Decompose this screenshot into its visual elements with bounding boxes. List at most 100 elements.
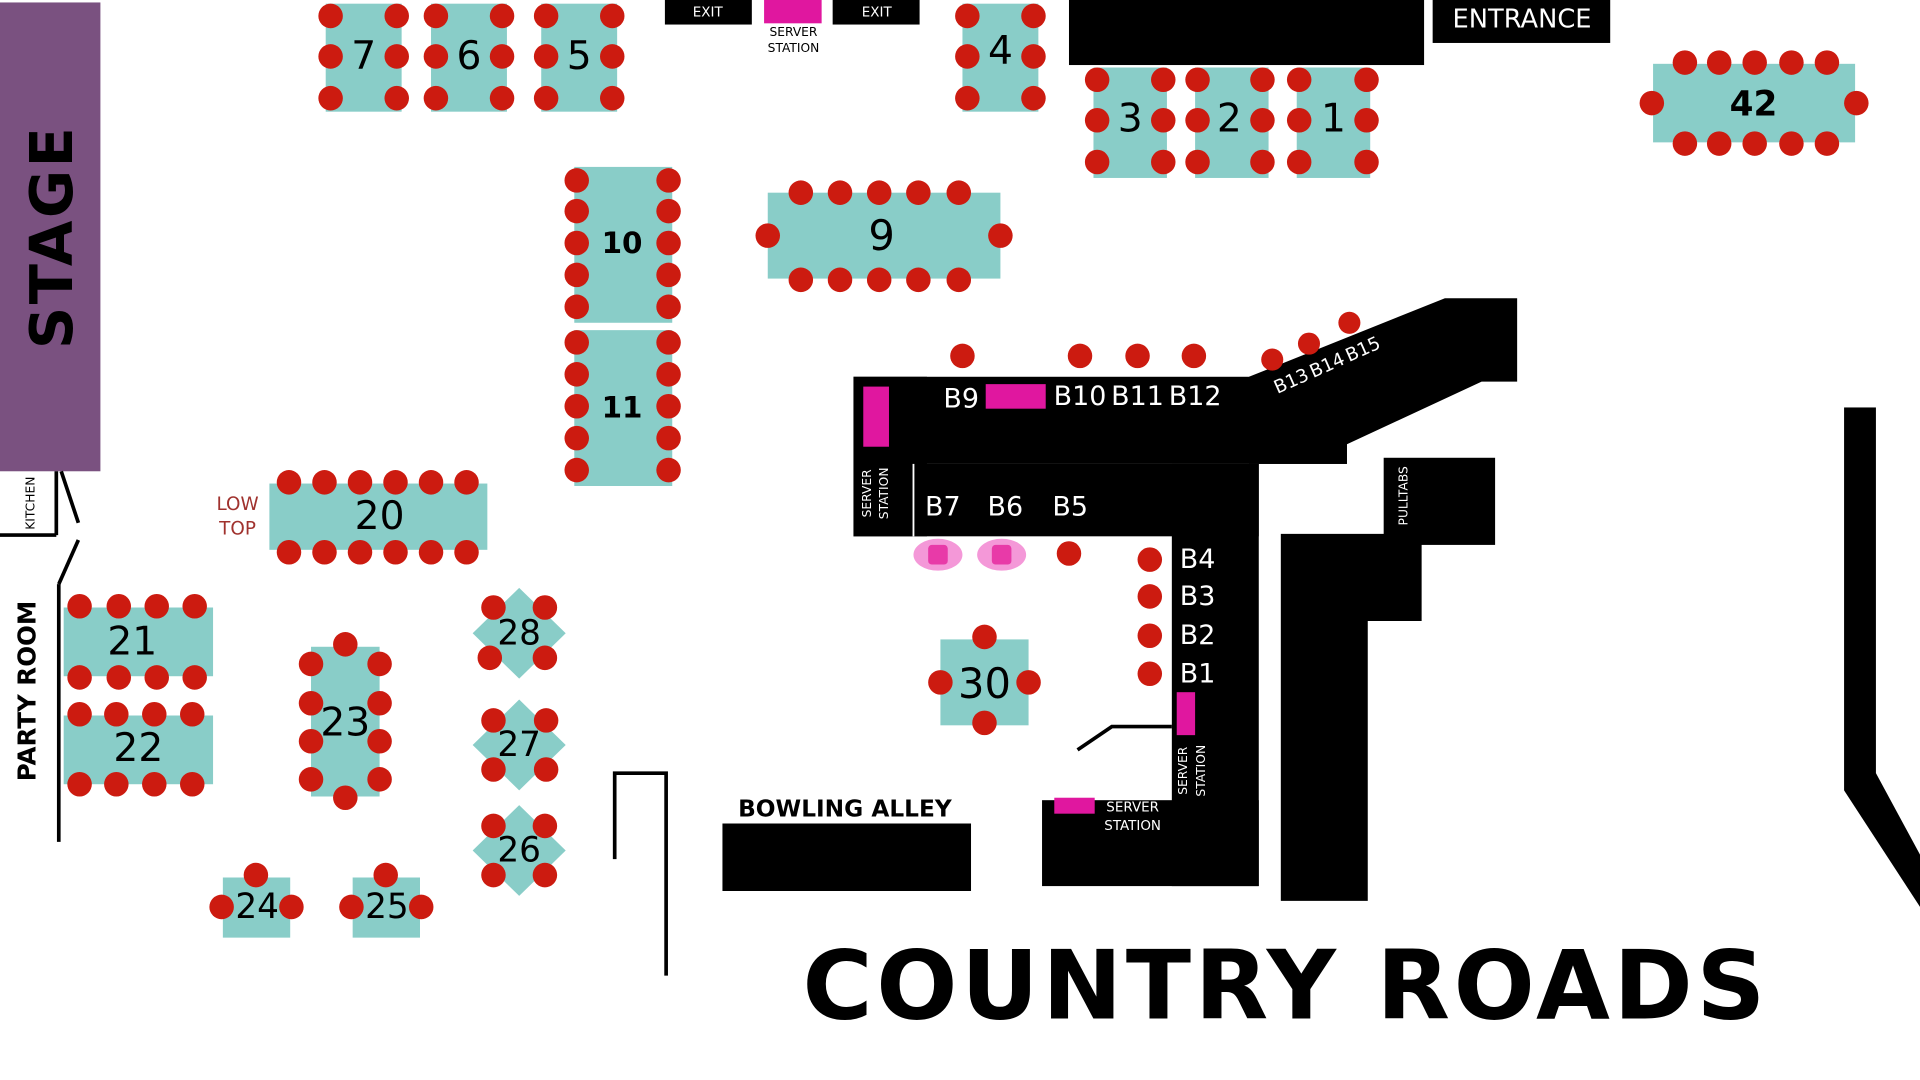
server-station-bottom[interactable] [1054,797,1095,814]
bar-stools-pink [913,538,1027,571]
bar-seat-b5[interactable]: B5 [1052,491,1088,522]
table-22-number: 22 [113,726,163,771]
table-10[interactable]: 10 [564,166,681,323]
bar-seat-b3[interactable]: B3 [1180,581,1216,612]
entrance-sign [1432,0,1611,43]
server-station-mid-label-1: SERVER [1176,746,1190,795]
entrance-label: ENTRANCE [1453,5,1592,35]
table-25-number: 25 [365,887,409,927]
table-7-number: 7 [351,34,376,79]
table-28[interactable]: 28 [472,587,566,679]
table-20[interactable]: 20 [269,470,488,565]
kitchen-wall [0,470,81,842]
right-wall [1844,407,1920,907]
table-11-number: 11 [602,390,643,424]
table-10-number: 10 [602,226,643,260]
bar-stool-b9 [950,343,975,369]
bar-seat-b11[interactable]: B11 [1111,381,1164,412]
table-9-number: 9 [868,211,894,260]
table-24[interactable]: 24 [209,862,304,938]
table-23-number: 23 [320,700,370,745]
table-1[interactable]: 1 [1286,67,1379,178]
table-2[interactable]: 2 [1185,67,1275,178]
table-21[interactable]: 21 [63,594,214,690]
table-26[interactable]: 26 [472,805,566,896]
table-11[interactable]: 11 [564,330,681,486]
bar-stool-b14 [1297,332,1320,355]
bar-stool-b1 [1137,661,1163,687]
table-20-number: 20 [355,494,405,539]
back-bar-block [1280,533,1422,901]
entrance-wall [1068,0,1425,66]
exit-left-label: EXIT [693,4,724,20]
bar-stool-b5 [1056,541,1082,566]
table-24-number: 24 [235,887,279,927]
server-station-top-label-2: STATION [768,41,820,55]
bar-stools [950,311,1361,687]
bar-seat-b6[interactable]: B6 [988,491,1024,522]
table-2-number: 2 [1217,97,1242,142]
table-27[interactable]: 27 [472,699,566,791]
table-6-number: 6 [457,34,482,79]
bar-counter [853,298,1518,887]
bar-seat-b9[interactable]: B9 [943,383,979,414]
server-station-left[interactable] [863,386,889,447]
table-26-number: 26 [497,830,541,870]
server-station-mid[interactable] [1176,692,1196,736]
table-7[interactable]: 7 [318,3,409,112]
table-3[interactable]: 3 [1084,67,1176,178]
table-30-number: 30 [958,659,1011,708]
table-9[interactable]: 9 [755,180,1013,293]
table-3-number: 3 [1118,97,1143,142]
table-27-number: 27 [497,725,541,765]
bar-stool-b15 [1338,311,1361,334]
exit-right-label: EXIT [862,4,893,20]
server-station-top-label-1: SERVER [769,25,817,39]
bowling-alley-label: BOWLING ALLEY [738,795,953,822]
party-room-label: PARTY ROOM [12,601,41,782]
partition-wall [612,771,668,976]
low-top-label-1: LOW [216,494,258,515]
pulltabs-booth[interactable] [1383,457,1496,545]
table-21-number: 21 [107,619,157,664]
bar-seat-b12[interactable]: B12 [1169,381,1222,412]
table-4[interactable]: 4 [955,3,1046,112]
bar-stool-b11 [1125,343,1150,369]
server-station-bottom-label-2: STATION [1104,818,1161,834]
server-station-top[interactable] [764,0,822,24]
bowling-alley-lane[interactable] [722,823,972,892]
table-25[interactable]: 25 [339,862,434,938]
table-22[interactable]: 22 [63,702,214,797]
exit-right-sign [832,0,920,25]
stage-label: STAGE [17,125,86,349]
server-station-mid-label-2: STATION [1194,745,1208,797]
bar-stool-b12 [1181,343,1207,369]
table-5-number: 5 [567,34,592,79]
kitchen-label: KITCHEN [24,477,38,530]
pulltabs-label: PULLTABS [1396,466,1410,525]
exit-left-sign [664,0,752,25]
server-station-bottom-label-1: SERVER [1106,800,1159,816]
stage[interactable] [0,2,101,472]
table-5[interactable]: 5 [533,3,625,112]
table-30[interactable]: 30 [928,624,1041,736]
bar-seat-b2[interactable]: B2 [1180,620,1216,651]
server-station-bar-top[interactable] [985,384,1046,409]
bar-seat-b1[interactable]: B1 [1180,658,1216,689]
bar-stool-b3 [1137,584,1163,609]
low-top-label-2: TOP [218,518,256,539]
service-rail [1076,724,1172,752]
server-station-left-label-2: STATION [877,468,891,520]
table-23[interactable]: 23 [298,632,392,810]
server-station-left-label-1: SERVER [860,469,874,518]
bar-stool-b4 [1137,547,1163,572]
table-42[interactable]: 42 [1639,50,1869,156]
table-6[interactable]: 6 [423,3,515,112]
bar-stool-b13 [1261,348,1284,371]
venue-title: COUNTRY ROADS [802,929,1768,1041]
bar-seat-b4[interactable]: B4 [1180,544,1216,575]
bar-seat-b7[interactable]: B7 [925,491,961,522]
bar-seat-b10[interactable]: B10 [1054,381,1107,412]
table-28-number: 28 [497,613,541,653]
